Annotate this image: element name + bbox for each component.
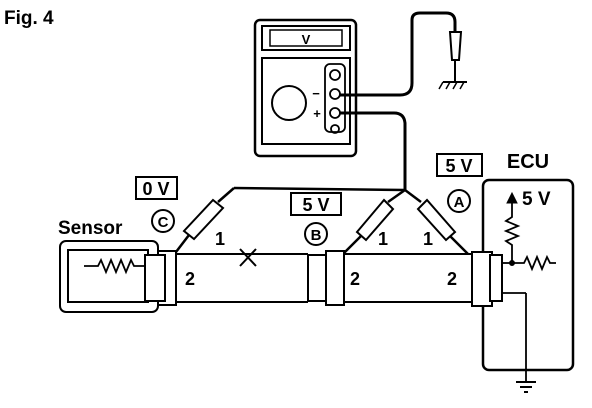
sensor-connector: [144, 254, 166, 302]
meter-jack-v[interactable]: [329, 107, 341, 119]
voltage-label-a: 5 V: [445, 156, 472, 176]
meter-jack-1[interactable]: [329, 69, 341, 81]
ecu-pullup-resistor: [503, 203, 521, 263]
ecu-supply-label: 5 V: [522, 189, 551, 210]
meter-jack-4[interactable]: [330, 124, 340, 134]
meter-display: [269, 29, 343, 47]
sensor: [59, 240, 177, 313]
ecu: [471, 178, 575, 393]
meter-minus-label: −: [312, 86, 320, 101]
harness-wires: [176, 253, 472, 303]
ground-lead: [340, 11, 467, 97]
voltage-label-b: 5 V: [302, 195, 329, 215]
ground-clip: [448, 31, 463, 61]
point-letter-c: C: [158, 214, 169, 231]
open-circuit-mark: [239, 248, 257, 267]
meter-dial[interactable]: [271, 85, 307, 121]
ecu-connector: [489, 254, 503, 302]
point-letter-b: B: [311, 227, 322, 244]
ecu-input-resistor: [512, 254, 556, 272]
voltage-label-c: 0 V: [142, 179, 169, 199]
probe-c[interactable]: [175, 198, 225, 253]
point-letter-a: A: [454, 194, 465, 211]
wire-label-1-sensor: 1: [215, 229, 225, 249]
meter-jack-com[interactable]: [329, 88, 341, 100]
multimeter: V − +: [253, 18, 358, 158]
connector-b: [307, 250, 345, 306]
sensor-label: Sensor: [58, 218, 123, 239]
meter-plus-label: +: [313, 106, 321, 121]
wire-label-2-ecu: 2: [447, 269, 457, 289]
wire-label-1-middle: 1: [378, 229, 388, 249]
probe-a[interactable]: [416, 198, 469, 255]
wire-label-1-ecu: 1: [423, 229, 433, 249]
point-marker-b: [304, 222, 328, 246]
voltage-box-a: [436, 153, 483, 177]
point-marker-a: [447, 189, 471, 213]
ecu-label: ECU: [507, 151, 549, 173]
point-marker-c: [151, 209, 175, 233]
ecu-supply-arrow: [506, 191, 518, 204]
voltage-box-b: [290, 192, 342, 216]
figure-label: Fig. 4: [4, 8, 54, 29]
voltage-box-c: [135, 176, 178, 200]
probe-b[interactable]: [342, 198, 395, 255]
wire-label-2-sensor: 2: [185, 269, 195, 289]
positive-lead: [340, 111, 407, 190]
meter-display-unit: V: [302, 32, 311, 47]
wire-label-2-middle: 2: [350, 269, 360, 289]
sensor-resistor: [84, 257, 150, 275]
probe-leads: [217, 186, 422, 204]
